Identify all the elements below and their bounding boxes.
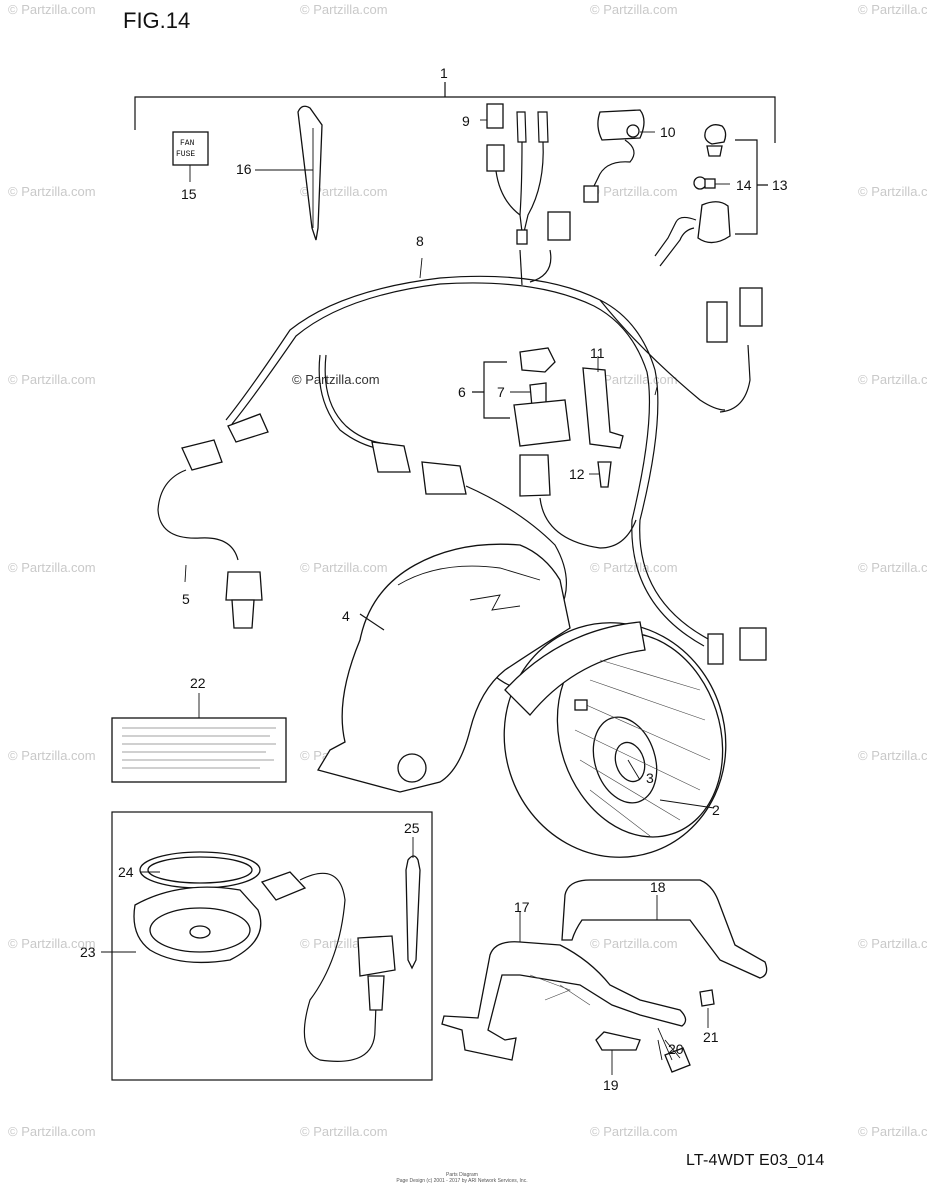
callout-12: 12: [569, 466, 585, 482]
lamp-socket[interactable]: [654, 124, 768, 267]
watermark: © Partzilla.com: [858, 184, 927, 199]
callout-6: 6: [458, 384, 466, 400]
callout-21: 21: [703, 1029, 719, 1045]
watermark: © Partzilla.com: [8, 372, 96, 387]
wiring-harness[interactable]: [225, 249, 751, 647]
temperature-sensor[interactable]: [157, 413, 269, 629]
callout-13: 13: [772, 177, 788, 193]
harness-connectors[interactable]: [547, 211, 767, 665]
watermark: © Partzilla.com: [300, 2, 388, 17]
fan-brackets[interactable]: [441, 879, 768, 1061]
callout-8: 8: [416, 233, 424, 249]
callout-20: 20: [668, 1041, 684, 1057]
callout-4: 4: [342, 608, 350, 624]
watermark: © Partzilla.com: [300, 1124, 388, 1139]
callout-5: 5: [182, 591, 190, 607]
callout-19: 19: [603, 1077, 619, 1093]
caution-label[interactable]: [111, 693, 287, 783]
callout-17: 17: [514, 899, 530, 915]
callout-1: 1: [440, 65, 448, 81]
watermark: © Partzilla.com: [858, 372, 927, 387]
callout-11: 11: [590, 345, 605, 361]
assembly-bracket: [134, 82, 776, 143]
watermark: © Partzilla.com: [8, 2, 96, 17]
watermark: © Partzilla.com: [300, 560, 388, 575]
watermark: © Partzilla.com: [8, 748, 96, 763]
callout-15: 15: [181, 186, 197, 202]
watermark: © Partzilla.com: [858, 2, 927, 17]
fan-fuse-label[interactable]: FAN FUSE: [172, 131, 209, 182]
fan-shroud[interactable]: [316, 543, 571, 793]
sub-assembly-box: [101, 811, 433, 1081]
fuse-holder[interactable]: [480, 103, 549, 245]
cable-tie-small[interactable]: [405, 855, 421, 970]
callout-10: 10: [660, 124, 676, 140]
callout-7: 7: [497, 384, 505, 400]
fan-motor[interactable]: [474, 594, 756, 886]
watermark: © Partzilla.com: [858, 748, 927, 763]
watermark: © Partzilla.com: [8, 560, 96, 575]
callout-18: 18: [650, 879, 666, 895]
callout-16: 16: [236, 161, 252, 177]
fuse-label-line-1: FAN: [180, 139, 195, 148]
copyright-line-1: Parts Diagram: [446, 1172, 478, 1178]
watermark: © Partzilla.com: [292, 372, 380, 387]
watermark: © Partzilla.com: [300, 184, 388, 199]
callout-25: 25: [404, 820, 420, 836]
watermark: © Partzilla.com: [8, 936, 96, 951]
relay-bracket[interactable]: [582, 356, 624, 488]
callouts: 1 2 3 4 5 6 7 8 9 10 11 12 13 14 15 16 1…: [80, 65, 788, 1093]
watermark: © Partzilla.com: [8, 184, 96, 199]
callout-3: 3: [646, 770, 654, 786]
callout-24: 24: [118, 864, 134, 880]
watermark: © Partzilla.com: [590, 2, 678, 17]
copyright-line-2: Page Design (c) 2001 - 2017 by ARI Netwo…: [396, 1178, 528, 1184]
watermark: © Partzilla.com: [590, 1124, 678, 1139]
watermark: © Partzilla.com: [8, 1124, 96, 1139]
watermark: © Partzilla.com: [590, 936, 678, 951]
watermark: © Partzilla.com: [590, 560, 678, 575]
watermark: © Partzilla.com: [858, 560, 927, 575]
callout-9: 9: [462, 113, 470, 129]
fan-switch[interactable]: [583, 109, 655, 203]
callout-23: 23: [80, 944, 96, 960]
fan-relay[interactable]: [472, 347, 571, 497]
cable-tie[interactable]: [288, 105, 323, 241]
callout-22: 22: [190, 675, 206, 691]
watermark: © Partzilla.com: [858, 1124, 927, 1139]
watermark: © Partzilla.com: [590, 184, 678, 199]
watermark: © Partzilla.com: [858, 936, 927, 951]
figure-title: FIG.14: [123, 8, 191, 33]
diagram-code: LT-4WDT E03_014: [686, 1152, 825, 1169]
hardware[interactable]: [595, 989, 715, 1075]
copyright-notice: Parts Diagram Page Design (c) 2001 - 201…: [392, 1172, 532, 1184]
fuse-label-line-2: FUSE: [176, 150, 195, 159]
callout-2: 2: [712, 802, 720, 818]
callout-14: 14: [736, 177, 752, 193]
leader-lines: [184, 169, 663, 1061]
